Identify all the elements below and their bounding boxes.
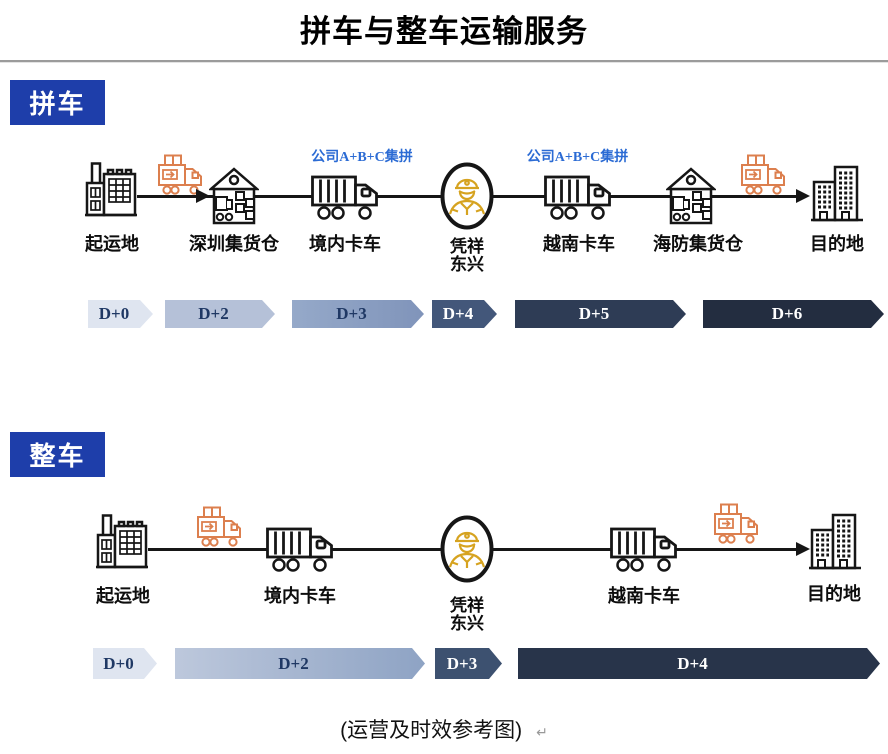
timeline-arrow-d3: D+3 [435,648,502,679]
timeline-arrow-d4: D+4 [518,648,880,679]
timeline-label: D+4 [442,304,474,323]
truck-icon [544,174,612,220]
section-ltl-header: 拼车 [10,80,105,125]
node-label-cn-truck: 境内卡车 [264,586,336,606]
truck-icon [266,526,334,572]
timeline-label: D+3 [446,653,478,673]
consolidation-note: 公司A+B+C集拼 [526,150,629,165]
consolidation-note: 公司A+B+C集拼 [311,150,413,165]
timeline-label: D+0 [103,653,134,673]
warehouse-icon [666,166,716,226]
node-label-sz-warehouse: 深圳集货仓 [189,234,279,254]
node-label-vn-truck: 越南卡车 [543,234,615,254]
timeline-arrow-d3: D+3 [292,300,424,328]
node-label-destination: 目的地 [810,234,864,254]
page-title: 拼车与整车运输服务 [300,14,588,49]
timeline-label: D+3 [336,304,367,323]
buildings-icon [809,512,861,572]
caption: (运营及时效参考图) ↵ [0,714,888,744]
timeline-label: D+6 [771,304,803,323]
node-label-vn-truck: 越南卡车 [608,586,680,606]
node-label-border-2: 东兴 [450,614,484,633]
arrowhead-icon [196,189,210,203]
truck-icon [311,174,379,220]
node-label-border-1: 凭祥 [450,596,484,615]
timeline-label: D+5 [578,304,610,323]
paragraph-mark-icon: ↵ [536,724,548,740]
node-label-hp-warehouse: 海防集货仓 [653,234,743,254]
timeline-arrow-d2: D+2 [175,648,425,679]
timeline-arrow-d0: D+0 [93,648,157,679]
arrowhead-icon [796,542,810,556]
buildings-icon [811,164,863,224]
factory-icon [96,514,148,571]
factory-icon [85,162,137,219]
delivery-truck-icon [157,154,203,196]
node-label-border-2: 东兴 [450,255,484,274]
timeline-label: D+0 [98,304,130,323]
delivery-truck-icon [196,506,242,548]
timeline-arrow-d6: D+6 [703,300,884,328]
delivery-truck-icon [713,503,759,545]
timeline-arrow-d5: D+5 [515,300,686,328]
timeline-label: D+2 [278,653,309,673]
warehouse-icon [209,166,259,226]
node-label-border-1: 凭祥 [450,237,484,256]
delivery-truck-icon [740,154,786,196]
node-label-cn-truck: 境内卡车 [309,234,381,254]
title-divider [0,60,888,63]
timeline-label: D+2 [198,304,229,323]
customs-officer-icon [440,162,494,230]
caption-text: (运营及时效参考图) [340,719,523,742]
arrowhead-icon [796,189,810,203]
customs-officer-icon [440,515,494,583]
node-label-destination: 目的地 [807,584,861,604]
timeline-arrow-d4: D+4 [432,300,497,328]
timeline-arrow-d2: D+2 [165,300,275,328]
node-label-origin: 起运地 [96,586,150,606]
node-label-origin: 起运地 [85,234,139,254]
timeline-arrow-d0: D+0 [88,300,153,328]
truck-icon [610,526,678,572]
timeline-label: D+4 [677,653,708,673]
section-ftl-header: 整车 [10,432,105,477]
